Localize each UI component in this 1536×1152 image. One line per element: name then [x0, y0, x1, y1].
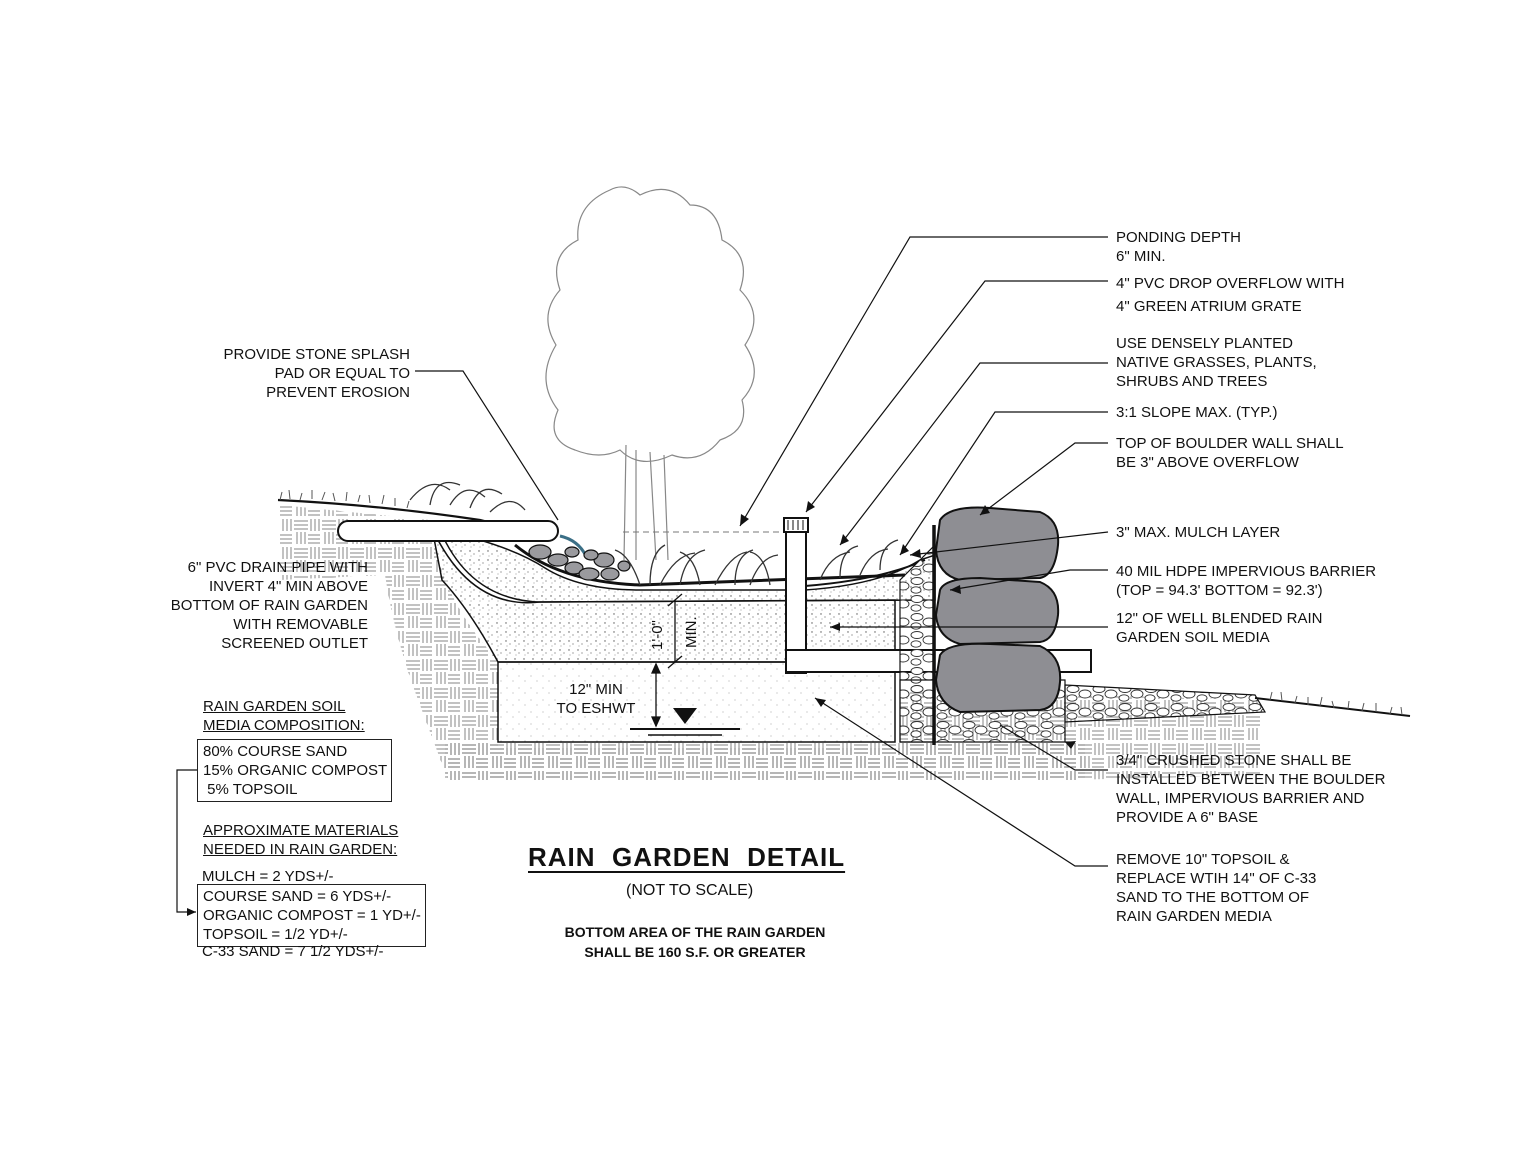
eshwt-dim-label: 12" MIN TO ESHWT — [556, 681, 636, 717]
dimension-lines — [650, 593, 683, 728]
composition-heading: RAIN GARDEN SOIL MEDIA COMPOSITION: — [203, 698, 365, 734]
splash-pad-callout: PROVIDE STONE SPLASH PAD OR EQUAL TO PRE… — [223, 346, 410, 401]
leader-lines — [176, 236, 1109, 913]
media-depth-dim: 1'-0" — [649, 620, 666, 650]
drain-pipe — [337, 520, 559, 542]
native-plants — [409, 481, 899, 586]
ground-right — [1254, 697, 1411, 717]
materials-mulch: MULCH = 2 YDS+/- — [202, 868, 334, 885]
leader-arrowheads — [187, 501, 1076, 916]
ground-left — [277, 498, 521, 532]
mulch-callout: 3" MAX. MULCH LAYER — [1116, 524, 1281, 541]
stone-apron — [1064, 684, 1267, 723]
slope-surface — [804, 559, 926, 587]
soil-media-bowl — [438, 528, 936, 603]
mulch-liner — [514, 543, 906, 587]
materials-box: COURSE SAND = 6 YDS+/- ORGANIC COMPOST =… — [197, 884, 426, 947]
topsoil-callout: REMOVE 10" TOPSOIL &REPLACE WTIH 14" OF … — [1116, 851, 1317, 925]
scale-note: (NOT TO SCALE) — [626, 882, 754, 899]
water-table-symbol — [630, 708, 740, 736]
materials-c33: C-33 SAND = 7 1/2 YDS+/- — [202, 943, 384, 960]
slope-callout: 3:1 SLOPE MAX. (TYP.) — [1116, 404, 1278, 421]
boulder-wall — [934, 506, 1062, 714]
barrier-callout: 40 MIL HDPE IMPERVIOUS BARRIER(TOP = 94.… — [1116, 563, 1377, 599]
bottom-area-note: BOTTOM AREA OF THE RAIN GARDEN SHALL BE … — [564, 924, 826, 960]
grass-tufts-left — [279, 489, 410, 509]
composition-box: 80% COURSE SAND 15% ORGANIC COMPOST 5% T… — [197, 739, 393, 802]
drain-pipe-callout: 6" PVC DRAIN PIPE WITH INVERT 4" MIN ABO… — [170, 559, 368, 652]
tree-outline — [545, 186, 755, 561]
media-min-dim: MIN. — [683, 616, 700, 648]
materials-heading: APPROXIMATE MATERIALS NEEDED IN RAIN GAR… — [203, 822, 399, 858]
detail-title: RAIN GARDEN DETAIL — [528, 842, 846, 872]
grass-tufts-right — [1269, 691, 1403, 716]
stone-splash-pad — [528, 544, 631, 581]
